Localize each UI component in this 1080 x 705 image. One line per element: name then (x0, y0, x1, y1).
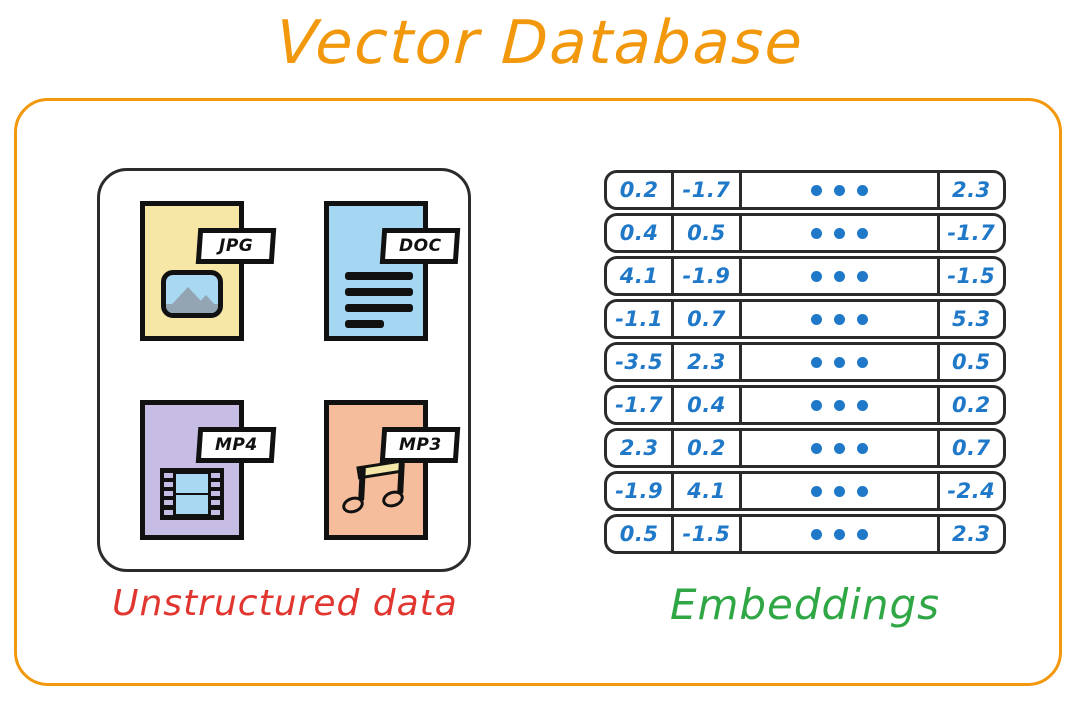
embedding-cell: 4.1 (607, 259, 675, 293)
file-extension-label-mp3: MP3 (379, 426, 461, 463)
table-row: 4.1-1.9 -1.5 (604, 256, 1006, 296)
embedding-cell: 0.7 (951, 436, 991, 460)
embedding-cell: -3.5 (607, 345, 675, 379)
ext-text-mp3: MP3 (398, 434, 442, 455)
ellipsis-dots-icon (810, 528, 868, 540)
embedding-cell: -1.1 (607, 302, 675, 336)
file-extension-label-jpg: JPG (195, 227, 277, 264)
ext-text-jpg: JPG (218, 235, 254, 256)
ellipsis-dots-icon (810, 442, 868, 454)
music-note-icon (340, 458, 413, 519)
ellipsis-cell (742, 173, 940, 207)
file-card-jpg[interactable]: JPG (140, 200, 277, 341)
file-grid: JPG DOC MP4 (100, 171, 468, 569)
ellipsis-cell (742, 302, 940, 336)
image-icon (161, 269, 223, 318)
embedding-cell: 0.2 (951, 393, 991, 417)
ellipsis-cell (742, 517, 940, 551)
embedding-cell: 2.3 (951, 178, 991, 202)
file-extension-label-doc: DOC (379, 227, 461, 264)
embedding-cell: -1.7 (947, 221, 996, 245)
ellipsis-cell (742, 474, 940, 508)
ellipsis-dots-icon (810, 184, 868, 196)
ellipsis-dots-icon (810, 485, 868, 497)
embedding-cell: 0.5 (951, 350, 991, 374)
caption-unstructured-data: Unstructured data (112, 583, 458, 624)
file-card-mp4[interactable]: MP4 (140, 399, 277, 540)
embedding-cell: 0.5 (674, 216, 742, 250)
embedding-cell: 2.3 (607, 431, 675, 465)
embedding-cell: -1.5 (674, 517, 742, 551)
file-card-doc[interactable]: DOC (324, 200, 461, 341)
embedding-cell: -1.7 (674, 173, 742, 207)
ellipsis-dots-icon (810, 356, 868, 368)
embedding-cell: -1.5 (947, 264, 996, 288)
embedding-cell: 2.3 (951, 522, 991, 546)
unstructured-data-panel: JPG DOC MP4 (97, 168, 471, 572)
embedding-cell: 0.2 (607, 173, 675, 207)
embedding-cell: 0.5 (607, 517, 675, 551)
file-card-mp3[interactable]: MP3 (324, 399, 461, 540)
ellipsis-cell (742, 431, 940, 465)
ellipsis-dots-icon (810, 227, 868, 239)
embedding-cell: -2.4 (947, 479, 996, 503)
embedding-cell: -1.7 (607, 388, 675, 422)
diagram-frame (14, 98, 1062, 686)
embedding-cell: -1.9 (674, 259, 742, 293)
document-lines-icon (345, 271, 413, 336)
embedding-cell: 0.4 (674, 388, 742, 422)
ellipsis-cell (742, 388, 940, 422)
ellipsis-cell (742, 216, 940, 250)
page-title: Vector Database (274, 8, 806, 78)
ellipsis-cell (742, 259, 940, 293)
embedding-cell: -1.9 (607, 474, 675, 508)
embedding-cell: 0.7 (674, 302, 742, 336)
ext-text-mp4: MP4 (214, 434, 258, 455)
embedding-cell: 2.3 (674, 345, 742, 379)
caption-embeddings: Embeddings (669, 580, 941, 629)
table-row: 0.2-1.7 2.3 (604, 170, 1006, 210)
ext-text-doc: DOC (398, 235, 442, 256)
ellipsis-dots-icon (810, 313, 868, 325)
embedding-cell: 5.3 (951, 307, 991, 331)
embedding-cell: 0.4 (607, 216, 675, 250)
embedding-cell: 0.2 (674, 431, 742, 465)
table-row: 0.5-1.5 2.3 (604, 514, 1006, 554)
ellipsis-dots-icon (810, 399, 868, 411)
file-extension-label-mp4: MP4 (195, 426, 277, 463)
ellipsis-dots-icon (810, 270, 868, 282)
ellipsis-cell (742, 345, 940, 379)
embedding-cell: 4.1 (674, 474, 742, 508)
film-strip-icon (160, 467, 224, 520)
